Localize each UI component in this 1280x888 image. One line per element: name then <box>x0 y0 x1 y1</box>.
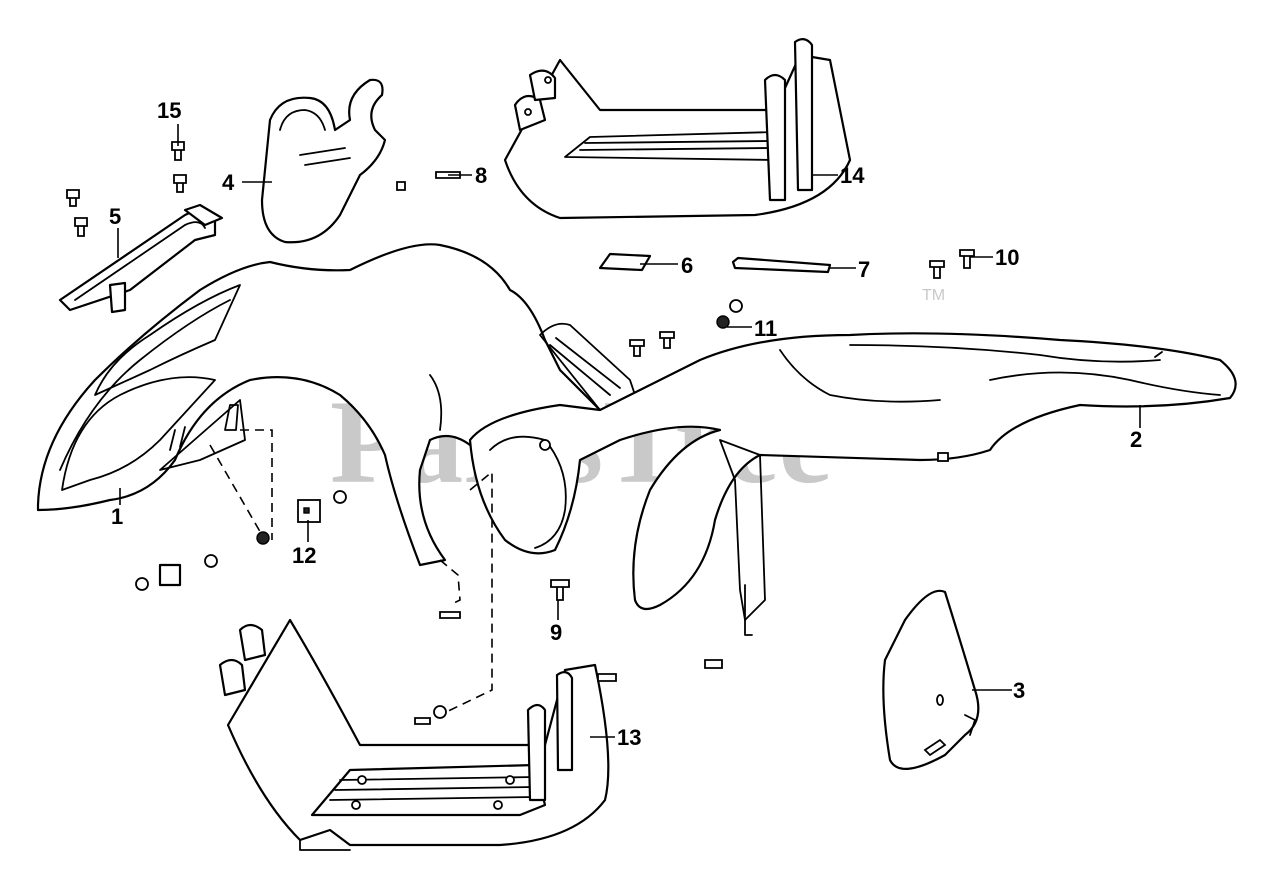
hardware-fasteners <box>66 141 975 725</box>
callout-7[interactable]: 7 <box>858 257 870 282</box>
callout-5[interactable]: 5 <box>109 204 121 229</box>
part-2-rear-body[interactable] <box>468 332 1237 636</box>
part-4-front-mudguard[interactable] <box>260 78 387 244</box>
callout-10[interactable]: 10 <box>995 245 1019 270</box>
part-7-strip[interactable] <box>731 256 832 274</box>
part-3-side-cover[interactable] <box>882 589 980 770</box>
callout-2[interactable]: 2 <box>1130 427 1142 452</box>
assembly-lines <box>209 429 493 716</box>
part-13-front-footrest[interactable] <box>218 618 610 851</box>
callout-1[interactable]: 1 <box>111 504 123 529</box>
callout-3[interactable]: 3 <box>1013 678 1025 703</box>
callout-4[interactable]: 4 <box>222 170 235 195</box>
watermark-trademark: TM <box>922 287 945 304</box>
callout-12[interactable]: 12 <box>292 543 316 568</box>
leader-lines <box>117 124 1141 738</box>
part-12-clip[interactable] <box>158 499 321 587</box>
callout-14[interactable]: 14 <box>840 163 865 188</box>
callout-13[interactable]: 13 <box>617 725 641 750</box>
callout-11[interactable]: 11 <box>754 316 777 341</box>
part-5-cover-plate[interactable] <box>58 203 224 314</box>
part-6-plate[interactable] <box>598 252 652 272</box>
callout-9[interactable]: 9 <box>550 620 562 645</box>
callouts: 15 4 5 8 14 6 7 10 11 2 1 12 9 3 13 <box>109 98 1142 750</box>
callout-15[interactable]: 15 <box>157 98 181 123</box>
part-14-rear-footrest[interactable] <box>503 38 852 220</box>
callout-6[interactable]: 6 <box>681 253 693 278</box>
callout-8[interactable]: 8 <box>475 163 487 188</box>
